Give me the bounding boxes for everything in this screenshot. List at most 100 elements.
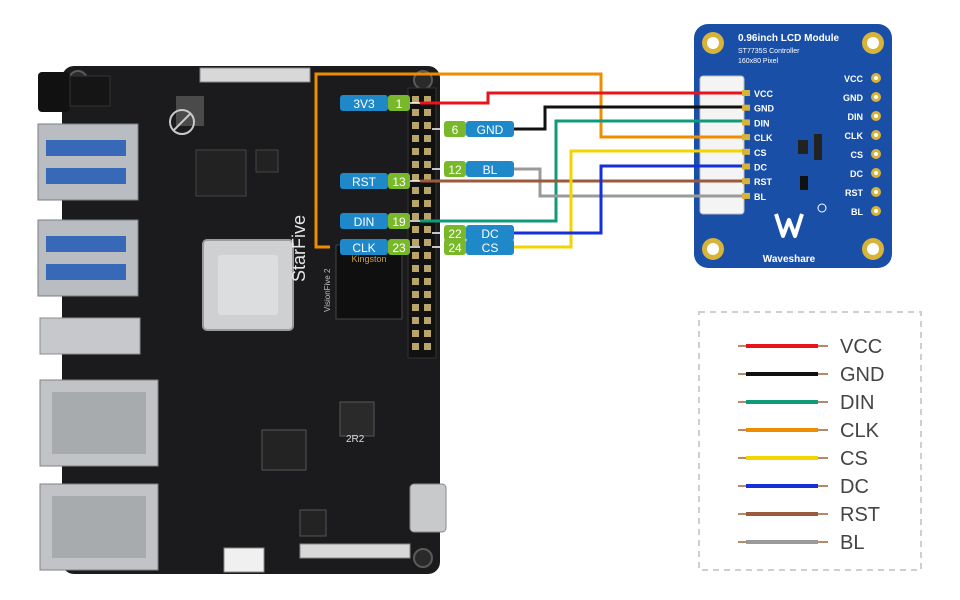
pin-tag-3v3: 3V3 1 — [340, 95, 420, 111]
gpio-pin — [412, 161, 419, 168]
pin-number-box — [388, 213, 410, 229]
csi-connector — [223, 547, 265, 573]
lcd-pin-label-right: DC — [850, 169, 863, 179]
pin-number-label: 23 — [392, 241, 406, 255]
pin-number-label: 13 — [392, 175, 406, 189]
gpio-pin — [412, 265, 419, 272]
legend-item-rst: RST — [738, 504, 880, 526]
pin-number-label: 22 — [448, 227, 462, 241]
pin-number-box — [444, 161, 466, 177]
pin-number-box — [388, 173, 410, 189]
pin-number-box — [444, 121, 466, 137]
mount-hole-icon — [413, 548, 433, 568]
wire-vcc — [420, 91, 742, 105]
lcd-pin-label-right: VCC — [844, 74, 864, 84]
fpc-connector-top — [199, 67, 311, 83]
pin-name-box — [340, 173, 388, 189]
wire-clk — [314, 72, 742, 249]
lcd-pin-label-right: DIN — [848, 112, 864, 122]
gpio-pin — [424, 317, 431, 324]
gpio-pin — [412, 187, 419, 194]
gpio-pin — [412, 317, 419, 324]
gpio-pin — [412, 239, 419, 246]
pin-name-label: CS — [482, 241, 499, 255]
pin-name-label: RST — [352, 175, 377, 189]
visionfive-board: Kingston StarFive VisionFive 2 2R2 — [37, 66, 447, 574]
legend-label: BL — [840, 532, 864, 554]
gpio-pin — [412, 213, 419, 220]
legend-item-gnd: GND — [738, 364, 884, 386]
gpio-pin — [412, 200, 419, 207]
memory-chip-brand: Kingston — [351, 254, 386, 264]
legend-label: DC — [840, 476, 869, 498]
board-model: VisionFive 2 — [323, 268, 332, 312]
pin-name-box — [466, 225, 514, 241]
legend-label: DIN — [840, 392, 874, 414]
lcd-pin-label-left: CS — [754, 148, 767, 158]
wire-din — [420, 119, 742, 223]
legend-item-bl: BL — [738, 532, 864, 554]
wire-cs — [514, 149, 742, 249]
lcd-subtitle: ST7735S Controller — [738, 48, 800, 55]
lcd-pin-label-left: GND — [754, 104, 775, 114]
lcd-pin-label-right: CLK — [845, 131, 864, 141]
pin-number-box — [388, 239, 410, 255]
lcd-subtitle2: 160x80 Pixel — [738, 58, 779, 65]
gpio-pins — [412, 96, 431, 350]
lcd-pin-label-left: CLK — [754, 133, 773, 143]
lcd-pin-pad — [742, 104, 750, 111]
legend-label: CS — [840, 448, 868, 470]
lcd-pin-label-right: CS — [850, 150, 863, 160]
pin-number-label: 19 — [392, 215, 406, 229]
pin-name-label: 3V3 — [353, 97, 375, 111]
lcd-brand: Waveshare — [763, 254, 816, 265]
gpio-pin — [412, 304, 419, 311]
lcd-pin-label-left: RST — [754, 177, 773, 187]
lcd-pin-label-left: BL — [754, 192, 766, 202]
pin-number-box — [444, 239, 466, 255]
gpio-pin — [412, 122, 419, 129]
legend: VCC GND DIN CLK CS DC RST BL — [698, 311, 922, 571]
gpio-pin — [424, 174, 431, 181]
gpio-pin — [424, 161, 431, 168]
waveshare-logo-icon — [774, 203, 827, 238]
gpio-pin — [424, 148, 431, 155]
gpio-pin — [412, 96, 419, 103]
lcd-pin-label-right: RST — [845, 188, 864, 198]
gpio-pin — [424, 213, 431, 220]
legend-label: CLK — [840, 420, 880, 442]
gpio-pin — [412, 109, 419, 116]
legend-item-vcc: VCC — [738, 336, 882, 358]
gpio-pin — [424, 304, 431, 311]
gpio-pin — [412, 343, 419, 350]
lcd-pin-pad — [742, 148, 750, 155]
legend-item-din: DIN — [738, 392, 874, 414]
wire-dc — [514, 164, 742, 235]
pin-name-box — [466, 161, 514, 177]
gpio-pin — [424, 291, 431, 298]
usb-port-top — [37, 123, 139, 201]
gpio-pin — [424, 226, 431, 233]
gpio-pin — [412, 226, 419, 233]
pin-name-label: GND — [477, 123, 504, 137]
usb-port-bottom — [37, 219, 139, 297]
lcd-module: 0.96inch LCD Module ST7735S Controller 1… — [694, 24, 892, 268]
gpio-pin — [412, 148, 419, 155]
lcd-pin-pad — [742, 134, 750, 141]
gpio-pin — [412, 330, 419, 337]
legend-label: RST — [840, 504, 880, 526]
pin-name-box — [466, 239, 514, 255]
legend-item-cs: CS — [738, 448, 868, 470]
pin-name-box — [466, 121, 514, 137]
usb-c-port — [409, 483, 447, 533]
wires — [314, 72, 742, 249]
pin-number-label: 1 — [396, 97, 403, 111]
gpio-pin — [424, 96, 431, 103]
legend-frame — [698, 311, 922, 571]
